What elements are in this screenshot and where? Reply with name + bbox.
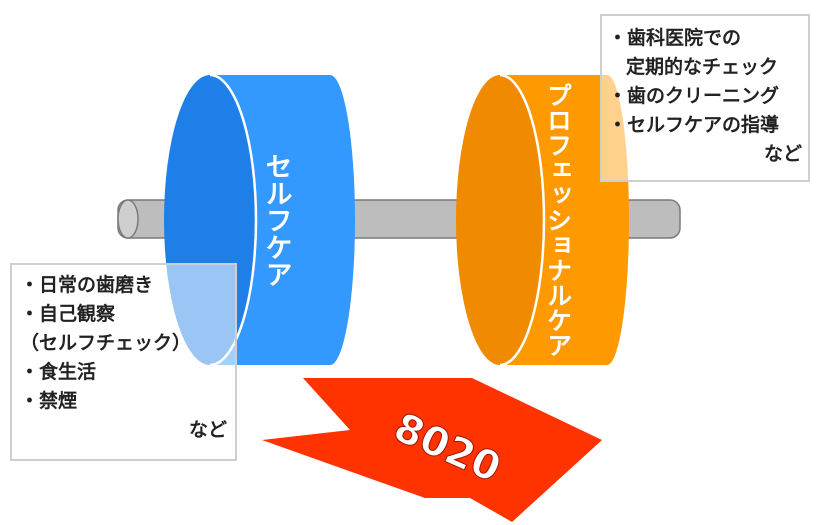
professional-care-weight: プロフェッショナルケア — [456, 73, 629, 367]
professional-care-suffix: など — [763, 143, 802, 165]
self-care-weight-back — [305, 75, 355, 365]
professional-care-item: ・歯科医院での — [608, 27, 742, 49]
professional-care-item: ・セルフケアの指導 — [608, 114, 780, 136]
professional-care-item: 定期的なチェック — [626, 56, 779, 78]
self-care-item: ・食生活 — [20, 361, 97, 383]
self-care-item: ・禁煙 — [20, 390, 78, 412]
professional-care-weight-rim — [499, 73, 546, 367]
professional-care-description-box: ・歯科医院での 定期的なチェック ・歯のクリーニング ・セルフケアの指導 など — [600, 14, 810, 182]
axle-left-cap — [117, 199, 139, 239]
self-care-item: （セルフチェック） — [20, 332, 192, 354]
professional-care-item: ・歯のクリーニング — [608, 85, 780, 107]
self-care-weight: セルフケア — [164, 73, 355, 367]
self-care-suffix: など — [188, 419, 227, 441]
self-care-item: ・日常の歯磨き — [20, 274, 154, 296]
professional-care-label: プロフェッショナルケア — [544, 83, 573, 358]
arrow-8020: 8020 — [262, 378, 602, 522]
self-care-label: セルフケア — [261, 153, 292, 288]
professional-care-weight-face — [456, 75, 544, 365]
arrow-shape — [262, 378, 602, 522]
self-care-description-box: ・日常の歯磨き ・自己観察 （セルフチェック） ・食生活 ・禁煙 など — [10, 263, 237, 461]
self-care-item: ・自己観察 — [20, 303, 116, 325]
